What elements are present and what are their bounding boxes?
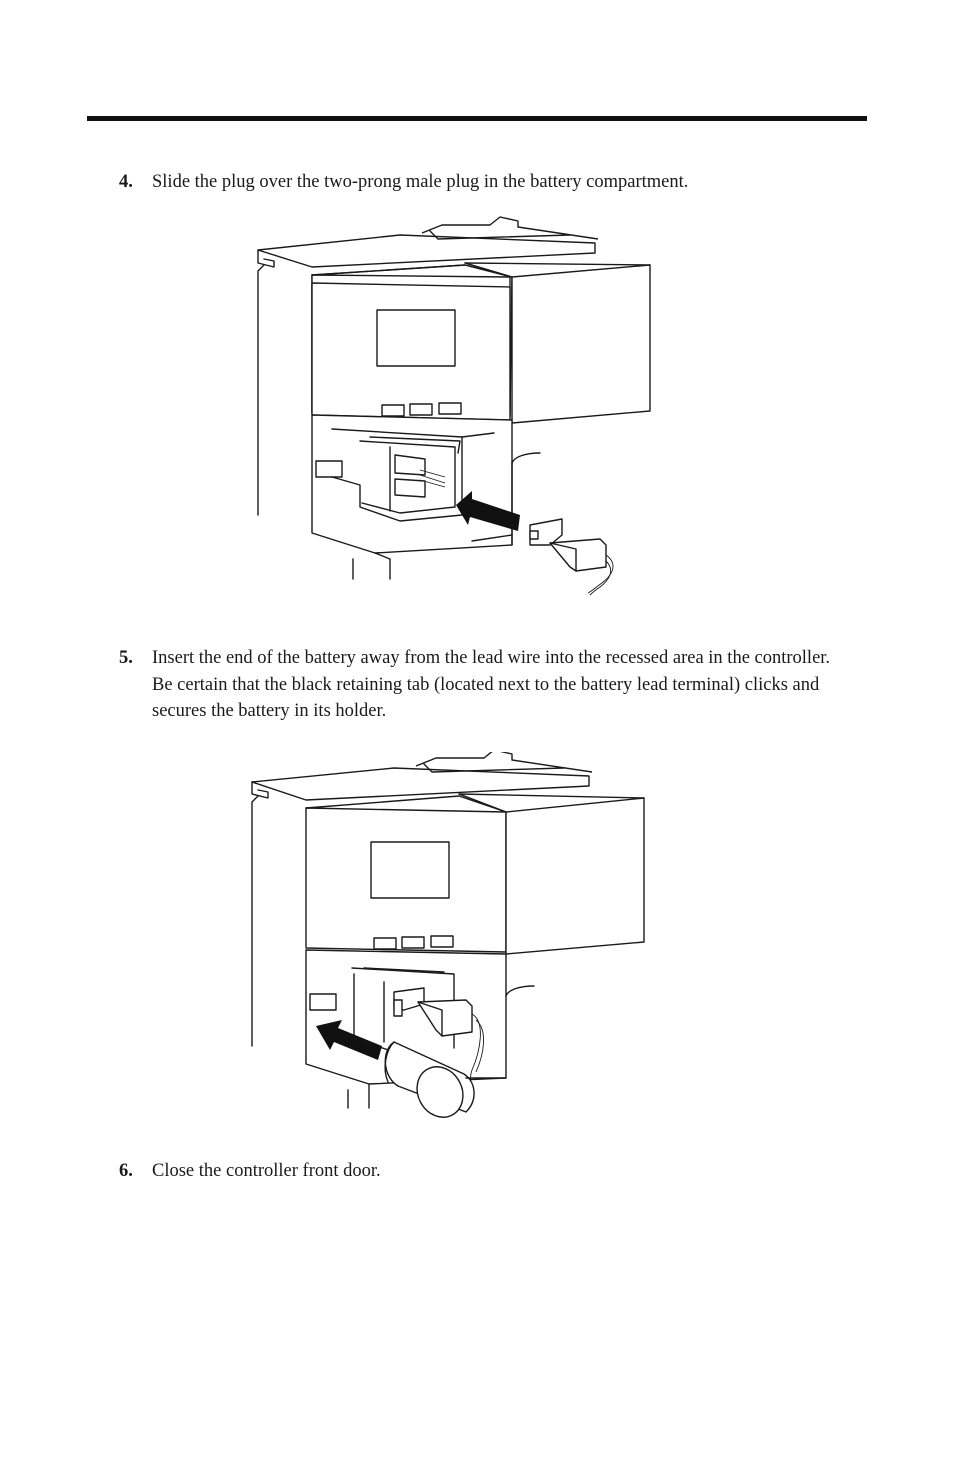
figure-plug-insertion <box>250 215 660 600</box>
step-4: 4. Slide the plug over the two-prong mal… <box>119 169 839 196</box>
step-text: Close the controller front door. <box>152 1161 381 1181</box>
step-number: 6. <box>119 1161 133 1181</box>
step-5: 5. Insert the end of the battery away fr… <box>119 645 839 725</box>
step-number: 5. <box>119 648 133 668</box>
step-text: Insert the end of the battery away from … <box>152 648 831 721</box>
step-number: 4. <box>119 172 133 192</box>
figure-battery-insertion <box>244 752 654 1122</box>
step-text: Slide the plug over the two-prong male p… <box>152 172 689 192</box>
step-6: 6. Close the controller front door. <box>119 1158 839 1185</box>
controller-illustration <box>257 216 651 596</box>
controller-illustration <box>251 752 645 1118</box>
top-rule <box>87 116 867 121</box>
